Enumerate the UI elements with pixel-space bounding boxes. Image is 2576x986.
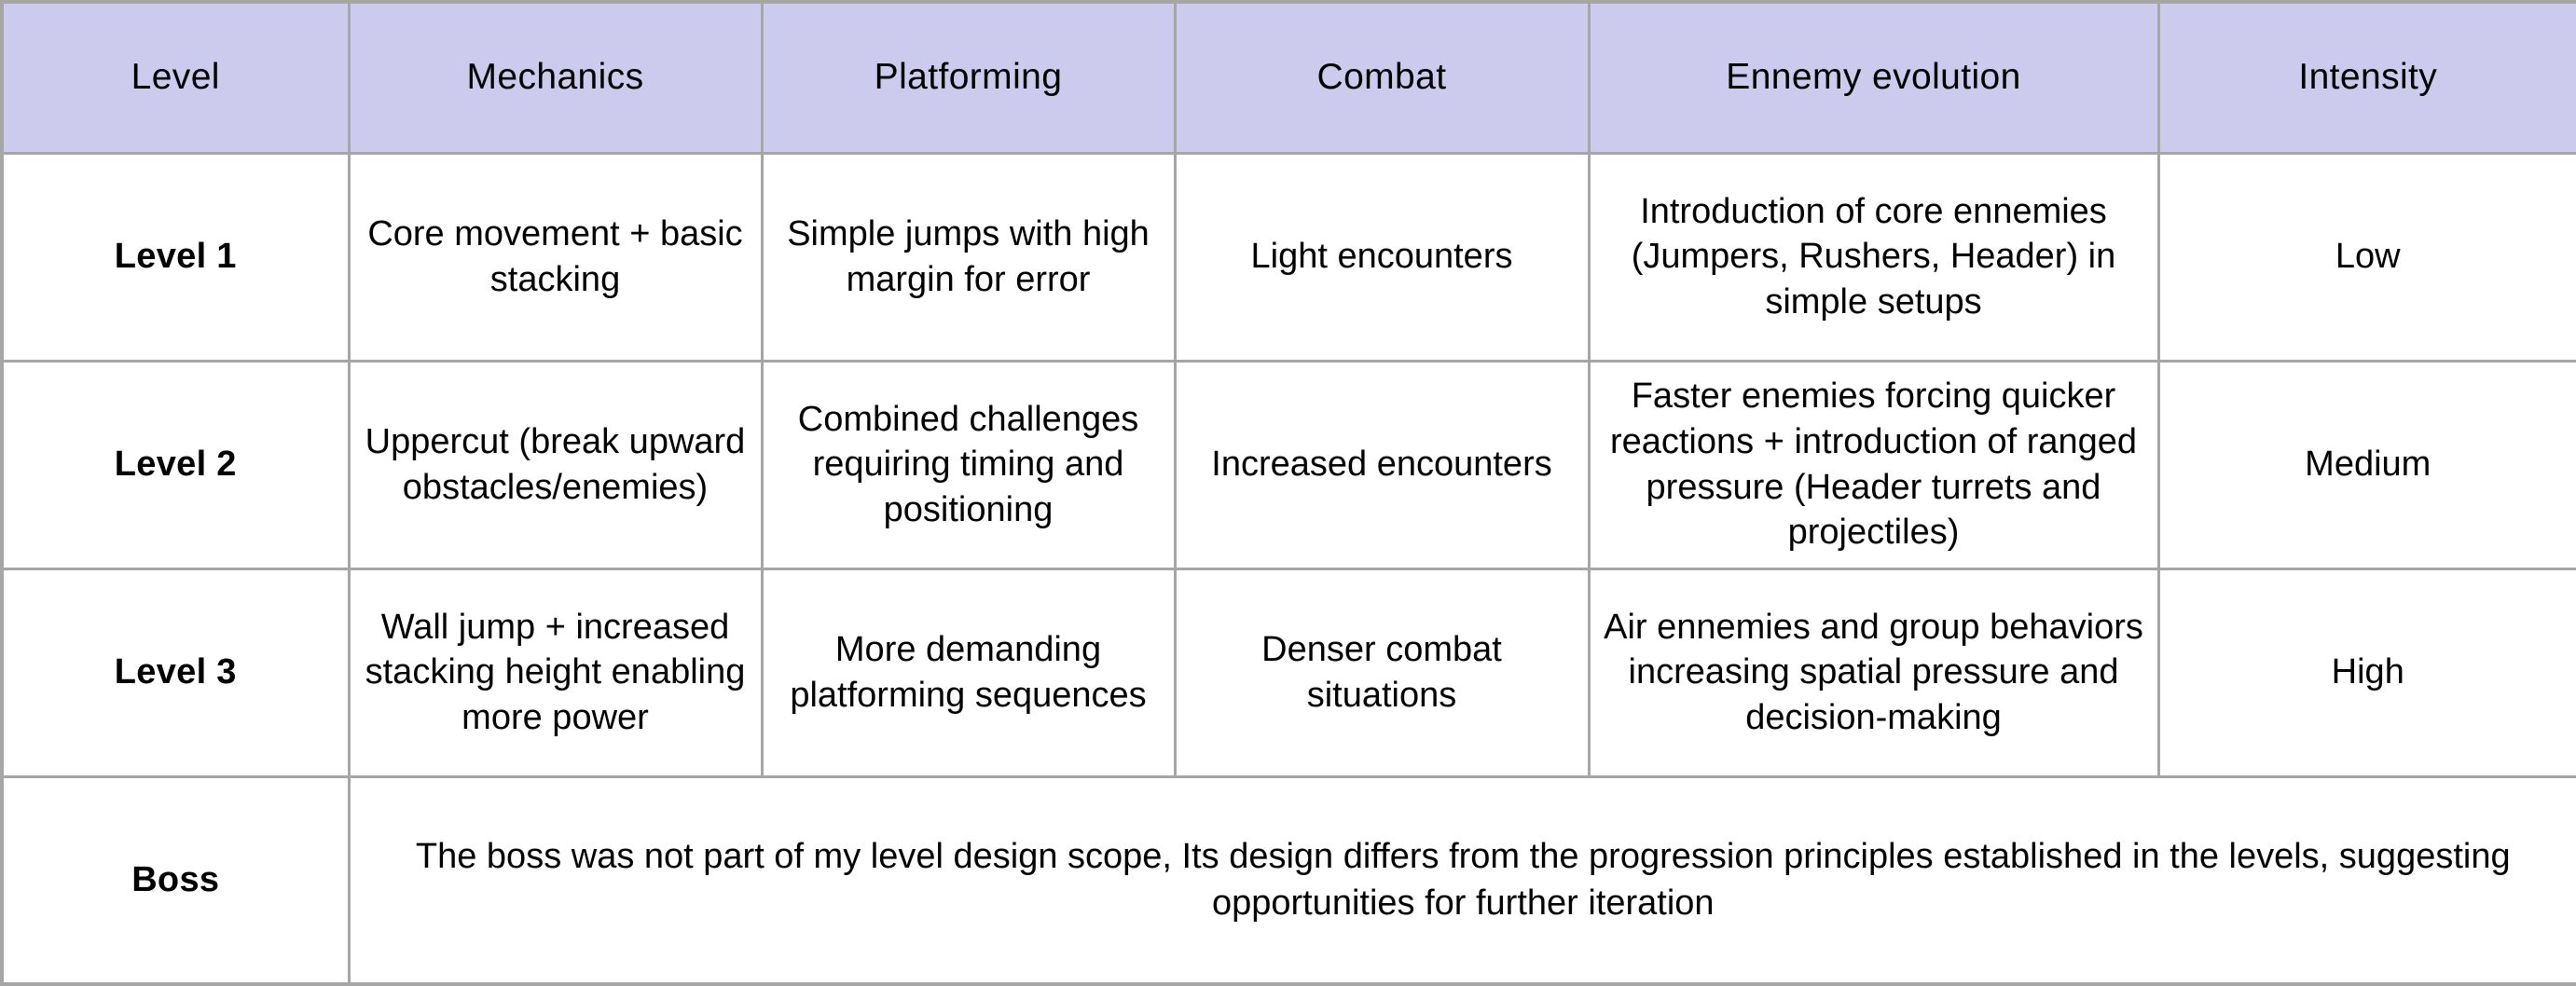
cell-level-3-intensity: High [2156, 567, 2576, 778]
cell-boss-level: Boss [0, 774, 351, 986]
cell-level-2-level: Level 2 [0, 359, 351, 570]
cell-level-1-level: Level 1 [0, 151, 351, 363]
cell-level-1-enemy: Introduction of core ennemies (Jumpers, … [1587, 151, 2160, 363]
table-row: Boss The boss was not part of my level d… [0, 774, 2576, 986]
cell-level-3-level: Level 3 [0, 567, 351, 778]
column-header-platforming: Platforming [760, 0, 1177, 155]
cell-level-2-mechanics: Uppercut (break upward obstacles/enemies… [347, 359, 764, 570]
column-header-intensity: Intensity [2156, 0, 2576, 155]
cell-level-2-intensity: Medium [2156, 359, 2576, 570]
cell-level-2-combat: Increased encounters [1173, 359, 1591, 570]
table-row: Level 3 Wall jump + increased stacking h… [0, 567, 2576, 778]
cell-level-1-mechanics: Core movement + basic stacking [347, 151, 764, 363]
table-row: Level 1 Core movement + basic stacking S… [0, 151, 2576, 363]
cell-level-2-platforming: Combined challenges requiring timing and… [760, 359, 1177, 570]
cell-level-1-platforming: Simple jumps with high margin for error [760, 151, 1177, 363]
cell-level-1-intensity: Low [2156, 151, 2576, 363]
table-row: Level 2 Uppercut (break upward obstacles… [0, 359, 2576, 570]
column-header-enemy-evolution: Ennemy evolution [1587, 0, 2160, 155]
cell-level-3-mechanics: Wall jump + increased stacking height en… [347, 567, 764, 778]
cell-level-3-combat: Denser combat situations [1173, 567, 1591, 778]
column-header-mechanics: Mechanics [347, 0, 764, 155]
table-header: Level Mechanics Platforming Combat Ennem… [0, 0, 2576, 155]
cell-level-3-enemy: Air ennemies and group behaviors increas… [1587, 567, 2160, 778]
column-header-level: Level [0, 0, 351, 155]
cell-boss-note: The boss was not part of my level design… [347, 774, 2576, 986]
column-header-combat: Combat [1173, 0, 1591, 155]
cell-level-2-enemy: Faster enemies forcing quicker reactions… [1587, 359, 2160, 570]
cell-level-3-platforming: More demanding platforming sequences [760, 567, 1177, 778]
table-body: Level 1 Core movement + basic stacking S… [0, 151, 2576, 986]
header-row: Level Mechanics Platforming Combat Ennem… [0, 0, 2576, 155]
cell-level-1-combat: Light encounters [1173, 151, 1591, 363]
